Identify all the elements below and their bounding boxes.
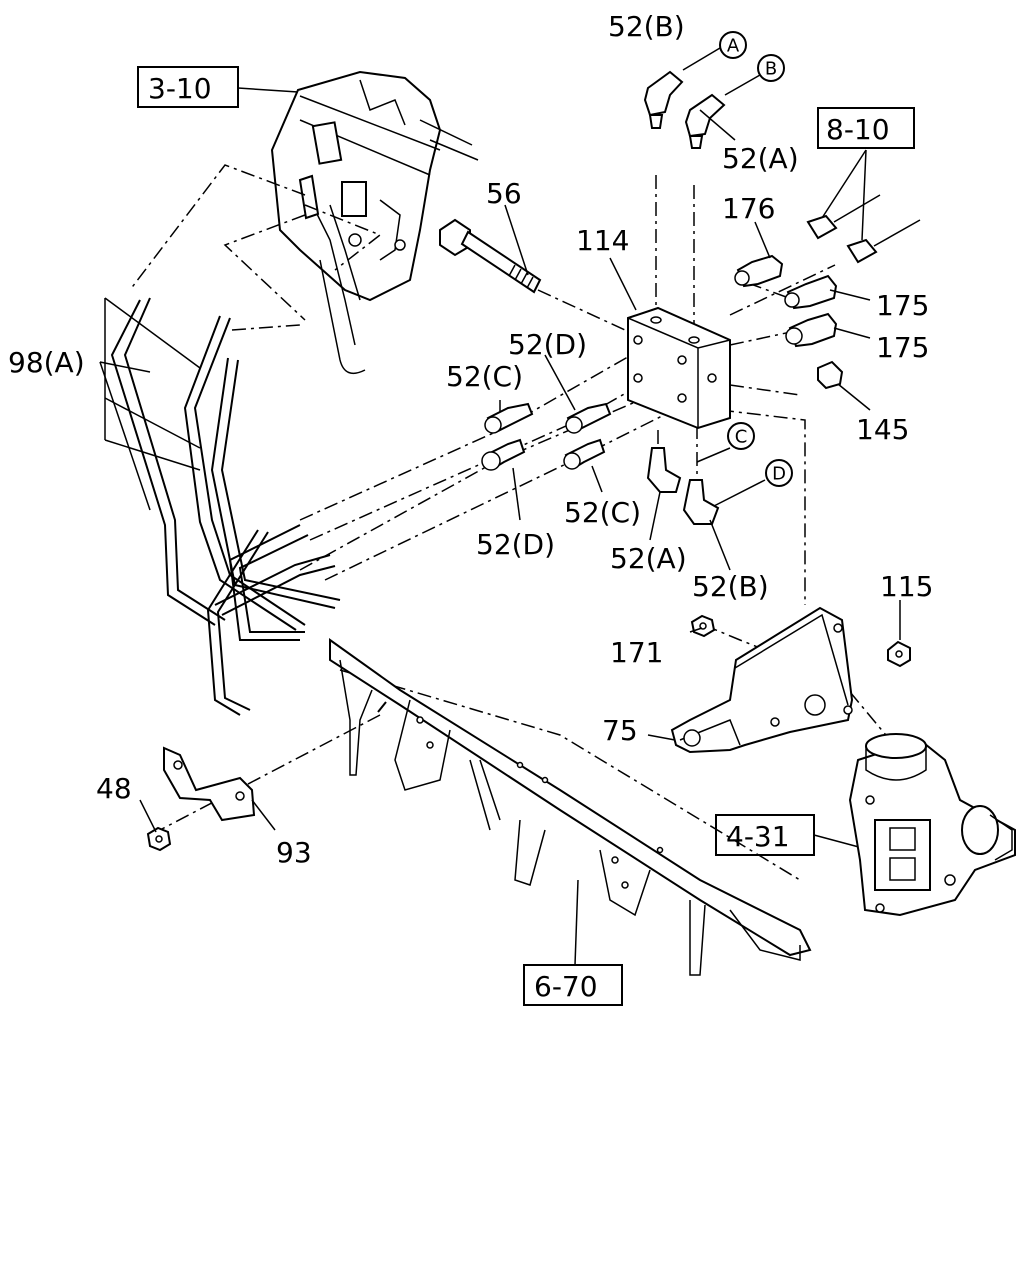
fitting-52d-top: [565, 402, 612, 434]
callout-175-lower: 175: [876, 331, 929, 364]
callout-56: 56: [486, 177, 522, 210]
fitting-52c-left: [484, 402, 534, 434]
svg-text:D: D: [772, 464, 786, 485]
nut-171: [690, 614, 716, 638]
callout-115: 115: [880, 570, 933, 603]
ref-label-4-31: 4-31: [726, 820, 790, 853]
frame-member: [329, 638, 812, 976]
leader-lines: [99, 47, 901, 833]
svg-text:A: A: [727, 36, 740, 57]
callout-93: 93: [276, 836, 312, 869]
clip-93: [163, 746, 256, 822]
fitting-52a-top: [684, 93, 726, 149]
callout-52c-left: 52(C): [446, 360, 523, 393]
ref-box-8-10[interactable]: 8-10: [817, 107, 915, 149]
valve-assembly: [848, 733, 1016, 917]
callout-48: 48: [96, 772, 132, 805]
connectors-8-10: [806, 194, 921, 264]
callout-176: 176: [722, 192, 775, 225]
circle-marker-b-top: B: [757, 54, 785, 82]
pipe-bundle-98a: [110, 297, 341, 716]
fitting-52a-bot: [646, 447, 682, 493]
svg-text:B: B: [765, 59, 777, 80]
junction-block-114: [627, 306, 731, 430]
callout-52d-bot: 52(D): [476, 528, 555, 561]
circle-marker-a-top: A: [719, 31, 747, 59]
ref-box-6-70[interactable]: 6-70: [523, 964, 623, 1006]
circle-marker-d-bot: D: [765, 459, 793, 487]
callout-98a: 98(A): [8, 346, 85, 379]
ref-box-3-10[interactable]: 3-10: [137, 66, 239, 108]
nut-48: [146, 826, 172, 852]
pedal-assembly: [270, 70, 479, 375]
bolt-56: [439, 218, 542, 294]
bracket-75: [670, 606, 854, 754]
switch-175-upper: [784, 274, 838, 310]
fitting-52d-bot: [481, 438, 526, 471]
circle-marker-c-bot: C: [727, 422, 755, 450]
switch-175-lower: [785, 312, 838, 348]
callout-52a-top: 52(A): [722, 142, 799, 175]
callout-52b-bot: 52(B): [692, 570, 769, 603]
callout-171: 171: [610, 636, 663, 669]
ref-label-6-70: 6-70: [534, 970, 598, 1003]
callout-75: 75: [602, 714, 638, 747]
fitting-52b-bot: [682, 479, 720, 525]
callout-145: 145: [856, 413, 909, 446]
callout-175-upper: 175: [876, 289, 929, 322]
fitting-52c-bot: [563, 438, 606, 470]
nut-115: [887, 640, 911, 668]
callout-52d-top: 52(D): [508, 328, 587, 361]
callout-52c-bot: 52(C): [564, 496, 641, 529]
callout-52b-top: 52(B): [608, 10, 685, 43]
ref-label-8-10: 8-10: [826, 113, 890, 146]
ref-box-4-31[interactable]: 4-31: [715, 814, 815, 856]
callout-52a-bot: 52(A): [610, 542, 687, 575]
ref-label-3-10: 3-10: [148, 72, 212, 105]
callout-114: 114: [576, 224, 629, 257]
svg-text:C: C: [735, 427, 748, 448]
fitting-52b-top: [643, 70, 684, 129]
switch-176: [734, 254, 784, 288]
plug-145: [817, 360, 844, 390]
